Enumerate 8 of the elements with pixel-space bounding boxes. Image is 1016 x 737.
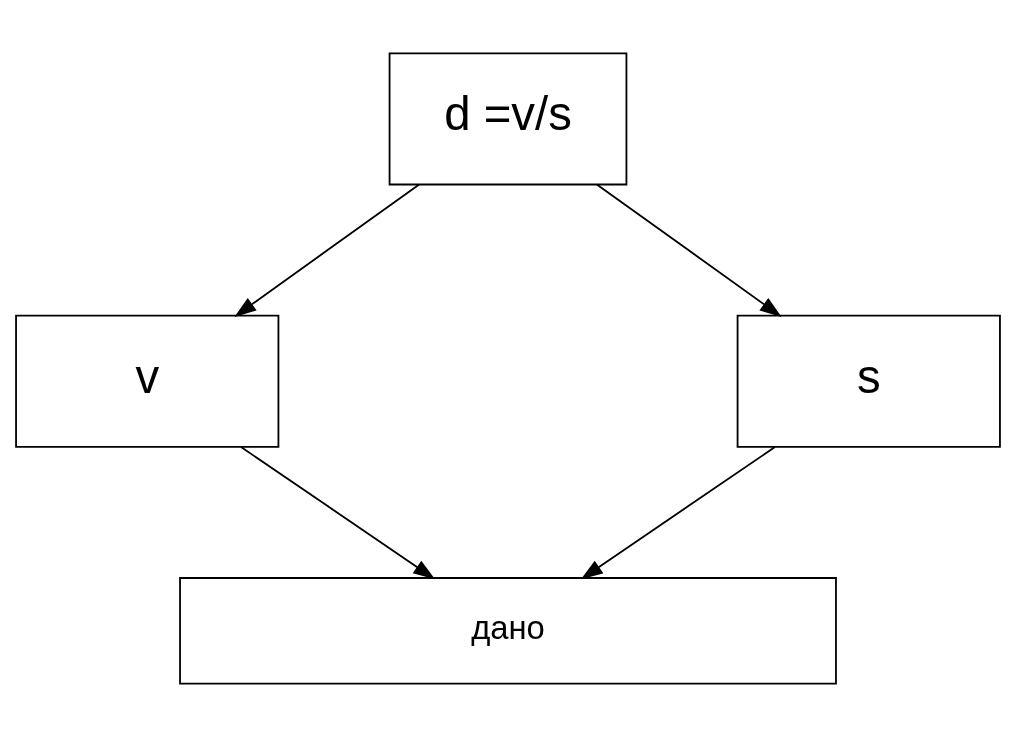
node-box: v — [15, 314, 280, 448]
arrow — [240, 446, 436, 580]
node-box: d =v/s — [388, 52, 628, 186]
arrow — [596, 183, 782, 317]
arrow — [234, 183, 420, 317]
node-box: s — [736, 314, 1001, 448]
node-box: дано — [179, 577, 837, 685]
arrow — [580, 446, 776, 580]
